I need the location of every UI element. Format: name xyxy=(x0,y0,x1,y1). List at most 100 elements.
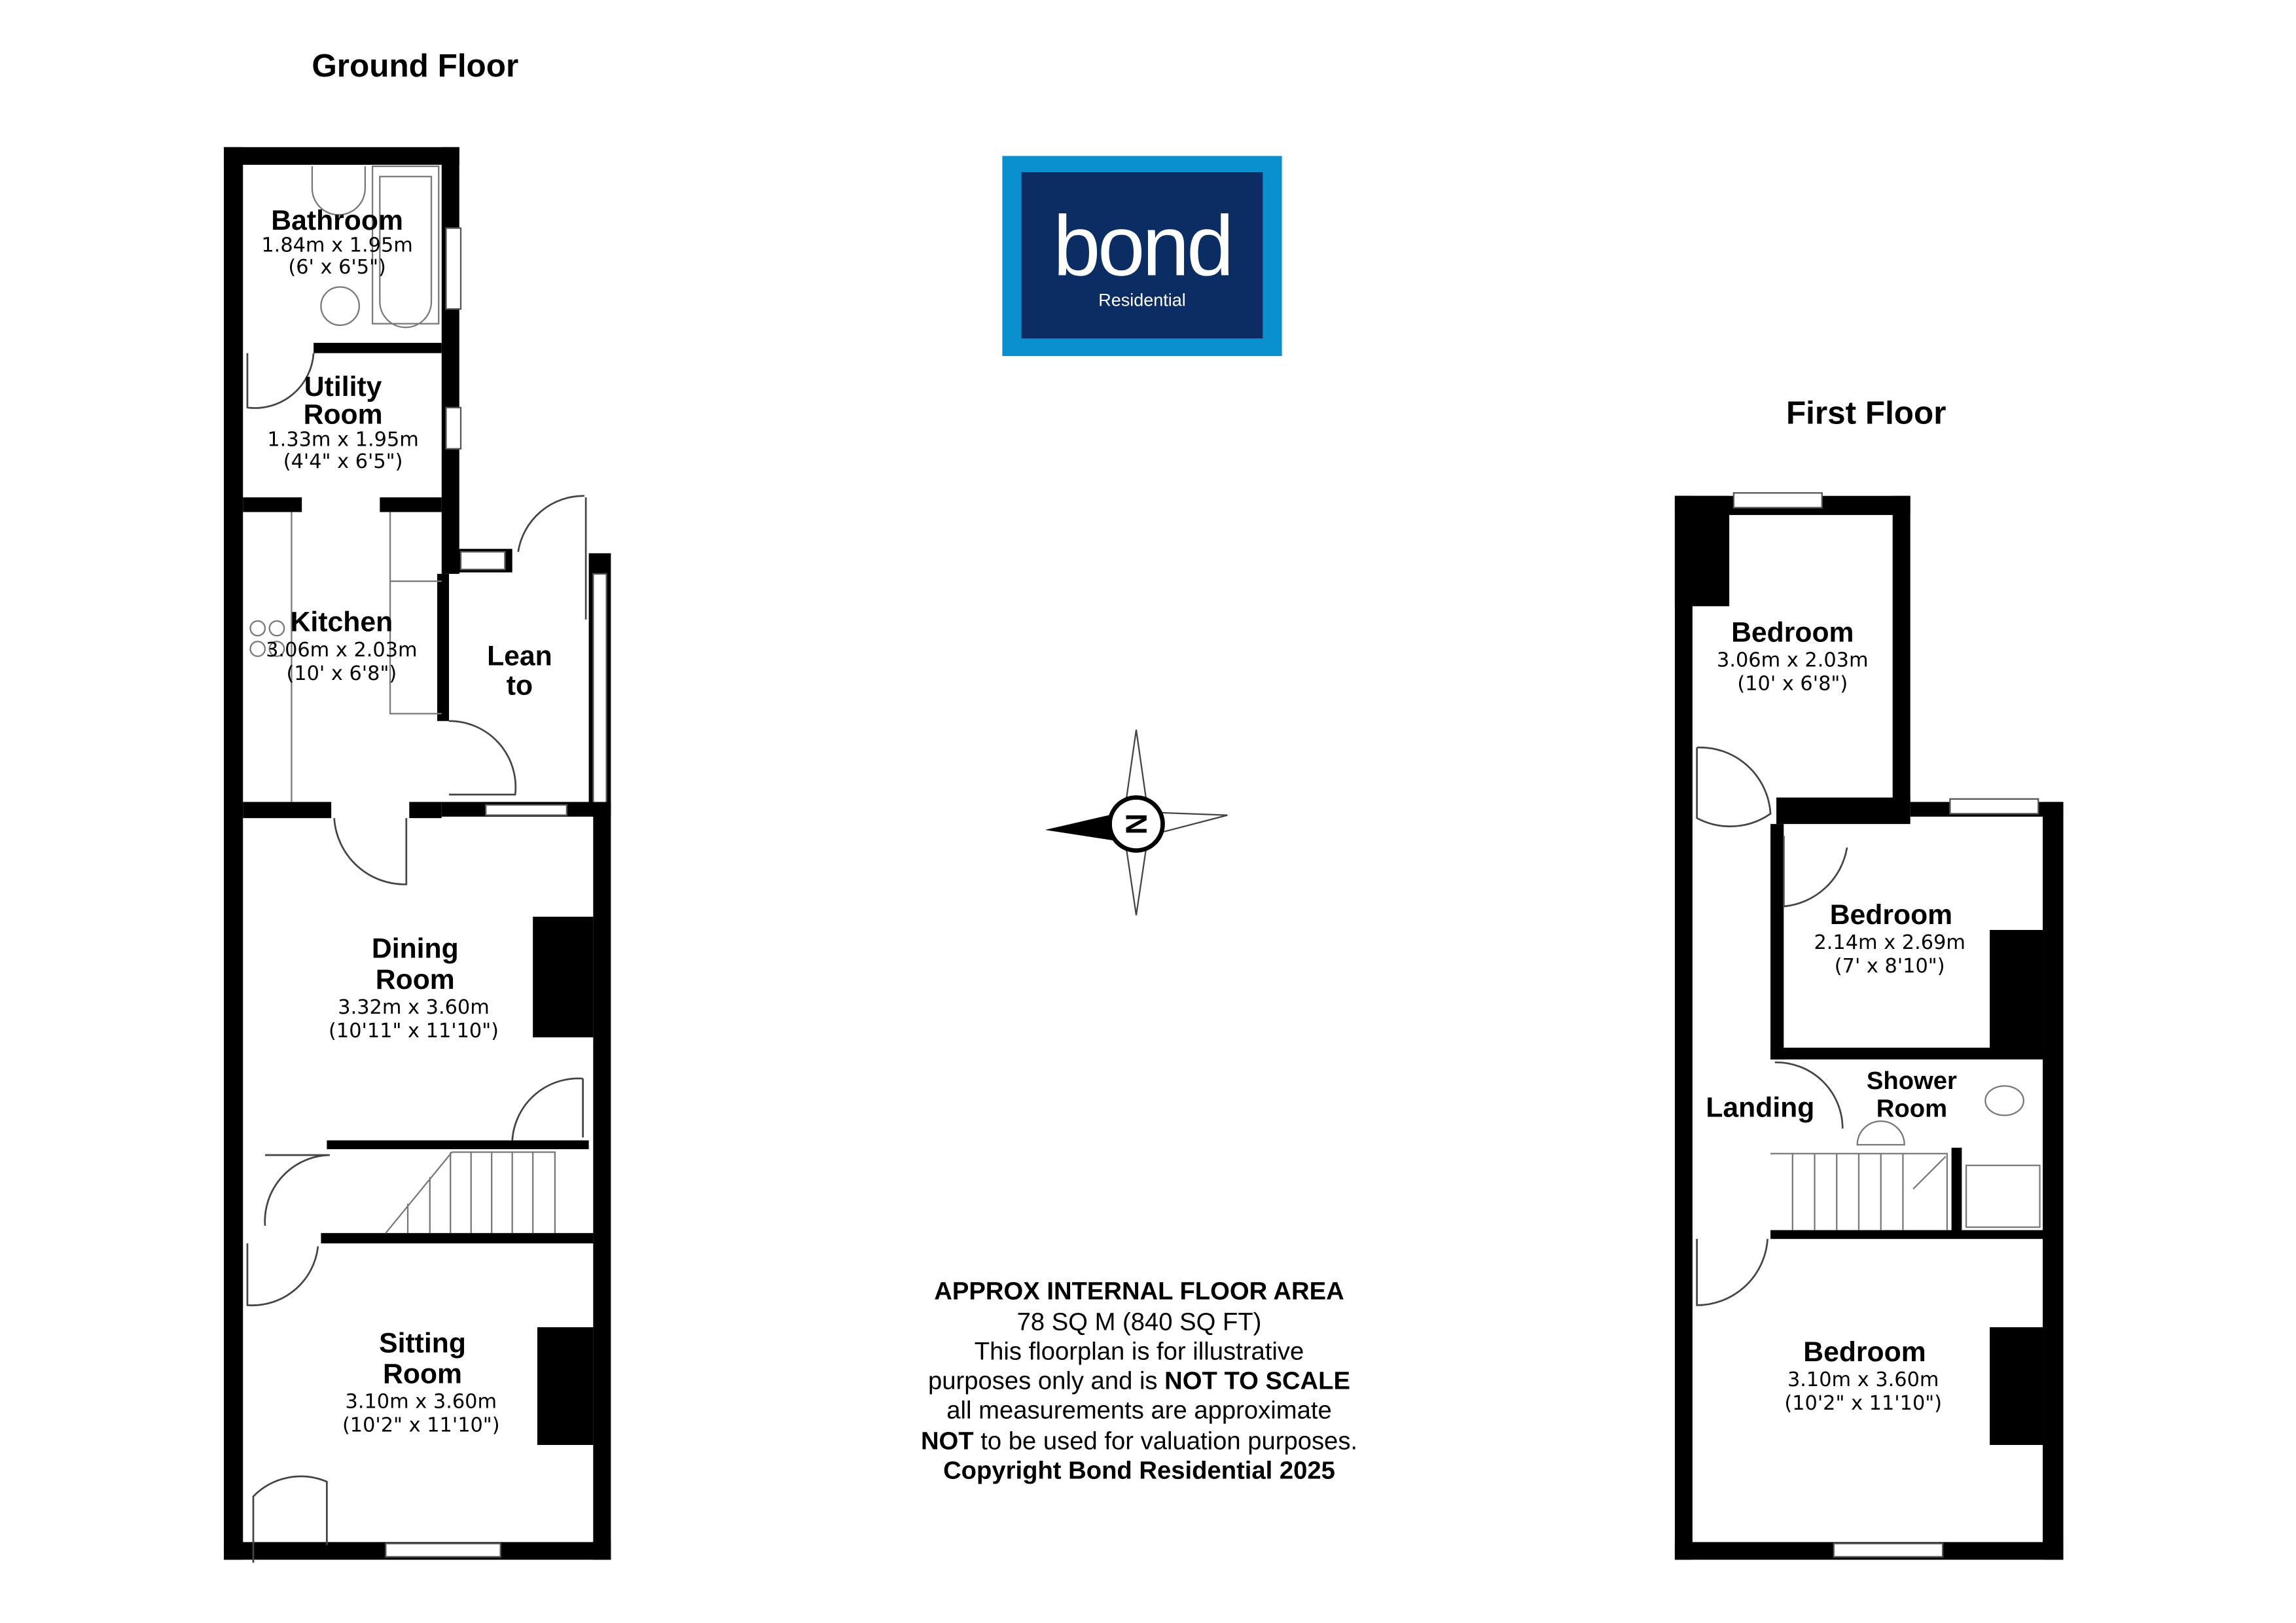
room-dimensions-imperial: (10'11" x 11'10") xyxy=(329,1020,499,1043)
basin xyxy=(1856,1120,1905,1146)
staircase xyxy=(1770,1152,1948,1230)
room-name: Room xyxy=(304,399,383,431)
room-name: Shower xyxy=(1867,1067,1957,1095)
room-dimensions-metric: 1.33m x 1.95m xyxy=(267,428,419,451)
wall xyxy=(1776,797,1910,825)
wall xyxy=(441,147,459,574)
hob xyxy=(249,620,266,637)
door xyxy=(517,495,587,620)
wall xyxy=(321,1233,594,1243)
window xyxy=(1949,798,2039,815)
wall xyxy=(327,1140,589,1150)
door xyxy=(1696,1239,1768,1306)
room-dimensions-metric: 1.84m x 1.95m xyxy=(261,234,413,257)
room-name: Bedroom xyxy=(1803,1336,1926,1368)
wall xyxy=(593,810,611,1560)
info-disclaimer: NOT to be used for valuation purposes. xyxy=(921,1427,1357,1455)
room-dimensions-imperial: (10'2" x 11'10") xyxy=(342,1414,500,1437)
info-heading: APPROX INTERNAL FLOOR AREA xyxy=(934,1277,1344,1305)
room-dimensions-metric: 3.06m x 2.03m xyxy=(1717,649,1869,672)
ground-floor-title: Ground Floor xyxy=(312,48,518,84)
hob xyxy=(268,620,285,637)
room-name: Landing xyxy=(1706,1092,1814,1124)
room-dimensions-imperial: (10' x 6'8") xyxy=(1737,673,1848,696)
compass-label: N xyxy=(1119,813,1153,834)
room-dimensions-metric: 3.10m x 3.60m xyxy=(346,1391,497,1414)
ground-floor-walls xyxy=(223,147,611,1560)
wall xyxy=(1770,1047,2043,1060)
room-name: Bedroom xyxy=(1731,616,1854,648)
room-name: Bathroom xyxy=(271,205,403,236)
wall xyxy=(409,802,442,819)
wall xyxy=(1770,1230,2043,1240)
hob xyxy=(268,641,285,657)
chimney-breast xyxy=(1990,929,2043,1057)
window xyxy=(592,573,607,808)
bath-and-basin xyxy=(311,165,440,329)
room-name: Bedroom xyxy=(1830,899,1952,931)
toilet xyxy=(1984,1085,2024,1116)
first-floor-labels: Bedroom 3.06m x 2.03m (10' x 6'8") Bedro… xyxy=(1706,616,1965,1415)
first-floor-fixtures xyxy=(1696,746,2041,1306)
wall xyxy=(243,497,302,512)
window xyxy=(445,406,462,450)
wall xyxy=(243,802,332,819)
room-dimensions-metric: 3.10m x 3.60m xyxy=(1787,1368,1939,1391)
ground-floor-plan: Ground Floor xyxy=(223,48,611,1563)
wall xyxy=(223,147,243,1560)
ground-floor-labels: Bathroom 1.84m x 1.95m (6' x 6'5") Utili… xyxy=(261,205,552,1437)
staircase xyxy=(385,1151,556,1234)
room-name: Room xyxy=(1876,1095,1947,1123)
window xyxy=(385,1543,501,1558)
door xyxy=(252,1475,328,1563)
info-emphasis: NOT xyxy=(921,1427,974,1455)
toilet xyxy=(320,286,360,327)
floor-area-info: APPROX INTERNAL FLOOR AREA 78 SQ M (840 … xyxy=(921,1277,1357,1484)
door xyxy=(1696,746,1772,828)
hob xyxy=(249,641,266,657)
wall xyxy=(1674,495,1693,1560)
shower-tray xyxy=(1965,1164,2041,1228)
compass-arrow xyxy=(1045,812,1122,842)
window xyxy=(445,227,462,310)
info-text: to be used for valuation purposes. xyxy=(974,1427,1357,1455)
room-dimensions-imperial: (10' x 6'8") xyxy=(286,662,397,685)
logo-tagline: Residential xyxy=(1098,291,1185,310)
chimney-breast xyxy=(537,1327,594,1445)
chimney-breast xyxy=(533,916,594,1038)
wall xyxy=(2043,802,2064,1560)
info-copyright: Copyright Bond Residential 2025 xyxy=(943,1457,1335,1485)
first-floor-plan: First Floor xyxy=(1674,395,2064,1560)
room-dimensions-imperial: (4'4" x 6'5") xyxy=(283,450,403,473)
room-name: Room xyxy=(383,1359,462,1390)
door xyxy=(1774,1061,1844,1129)
door xyxy=(1782,836,1848,908)
door xyxy=(264,1154,330,1226)
wall xyxy=(1770,824,1784,1060)
wall xyxy=(223,147,459,165)
wall xyxy=(437,573,450,721)
window xyxy=(1732,492,1823,508)
room-name: Sitting xyxy=(379,1327,466,1359)
info-emphasis: NOT TO SCALE xyxy=(1164,1367,1350,1395)
info-text: purposes only and is xyxy=(928,1367,1164,1395)
ground-floor-fixtures xyxy=(246,165,587,1563)
bond-residential-logo: bond Residential xyxy=(1002,156,1282,357)
door xyxy=(246,353,315,409)
room-name: to xyxy=(507,669,533,701)
chimney-breast xyxy=(1990,1327,2043,1445)
wall xyxy=(380,497,442,512)
door xyxy=(246,1243,319,1306)
room-dimensions-imperial: (6' x 6'5") xyxy=(288,256,386,279)
compass-north-icon: N xyxy=(1045,730,1228,916)
room-dimensions-imperial: (7' x 8'10") xyxy=(1835,955,1945,978)
info-disclaimer: This floorplan is for illustrative xyxy=(975,1338,1304,1366)
room-dimensions-imperial: (10'2" x 11'10") xyxy=(1784,1392,1942,1415)
logo-inner xyxy=(1021,172,1263,339)
first-floor-title: First Floor xyxy=(1786,395,1946,431)
info-area: 78 SQ M (840 SQ FT) xyxy=(1017,1308,1262,1336)
door xyxy=(333,818,408,885)
room-name: Dining xyxy=(372,933,459,965)
room-dimensions-metric: 3.32m x 3.60m xyxy=(338,996,490,1019)
